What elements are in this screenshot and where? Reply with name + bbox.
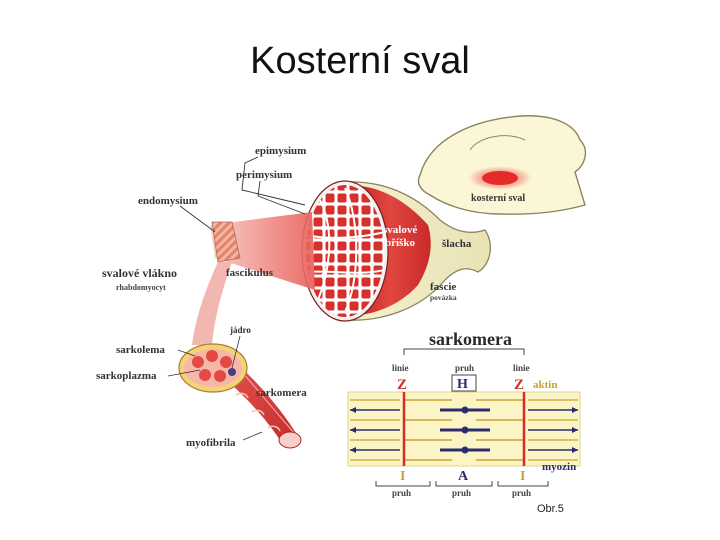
label-i-right: I bbox=[520, 469, 525, 484]
label-linie-right: linie bbox=[513, 363, 530, 373]
label-jadro: jádro bbox=[229, 325, 251, 335]
page-title: Kosterní sval bbox=[250, 40, 470, 82]
label-slacha: šlacha bbox=[442, 238, 472, 250]
label-z-right: Z bbox=[514, 377, 524, 393]
label-fascie: fascie bbox=[430, 281, 456, 293]
label-povazka: povázka bbox=[430, 293, 457, 302]
label-kosterni-sval: kosterní sval bbox=[471, 193, 525, 204]
label-endomysium: endomysium bbox=[138, 195, 198, 207]
m-line-dot bbox=[461, 406, 469, 414]
filament-tip bbox=[350, 447, 356, 453]
label-pruh-1: pruh bbox=[392, 488, 411, 498]
filament-tip bbox=[572, 447, 578, 453]
arm-illustration bbox=[417, 115, 587, 215]
label-myofibrila: myofibrila bbox=[186, 437, 236, 449]
filament-tip bbox=[572, 407, 578, 413]
label-sarkoplazma: sarkoplazma bbox=[96, 370, 157, 382]
label-fascikulus: fascikulus bbox=[226, 267, 274, 279]
filament-tip bbox=[350, 407, 356, 413]
label-sarkomera-tube: sarkomera bbox=[256, 387, 307, 399]
label-myozin: myozin bbox=[542, 461, 576, 473]
label-rhabdomyocyt: rhabdomyocyt bbox=[116, 283, 166, 292]
myofilaments bbox=[350, 399, 578, 461]
sarcomere-panel: sarkomera linie pruh linie Z Z H aktin m… bbox=[347, 329, 581, 498]
filament-tip bbox=[350, 427, 356, 433]
label-pruh-top: pruh bbox=[455, 363, 474, 373]
label-svalove-bricho-1: svalové bbox=[383, 224, 417, 236]
label-pruh-2: pruh bbox=[452, 488, 471, 498]
label-perimysium: perimysium bbox=[236, 169, 292, 181]
label-aktin: aktin bbox=[533, 379, 557, 391]
muscle-belly bbox=[301, 180, 491, 322]
m-line-dot bbox=[461, 426, 469, 434]
label-sarkolema: sarkolema bbox=[116, 344, 165, 356]
label-svalove-bricho-2: bříško bbox=[385, 237, 415, 249]
m-line-dot bbox=[461, 446, 469, 454]
label-a: A bbox=[458, 469, 469, 484]
figure-caption: Obr.5 bbox=[537, 503, 564, 515]
muscle-fiber bbox=[178, 343, 302, 449]
label-linie-left: linie bbox=[392, 363, 409, 373]
label-h: H bbox=[457, 377, 468, 392]
fascicle-beam bbox=[192, 212, 315, 345]
filament-tip bbox=[572, 427, 578, 433]
label-z-left: Z bbox=[397, 377, 407, 393]
label-i-left: I bbox=[400, 469, 405, 484]
label-svalove-vlakno: svalové vlákno bbox=[102, 266, 177, 280]
label-epimysium: epimysium bbox=[255, 145, 306, 157]
label-pruh-3: pruh bbox=[512, 488, 531, 498]
sarcomere-title: sarkomera bbox=[429, 329, 512, 349]
